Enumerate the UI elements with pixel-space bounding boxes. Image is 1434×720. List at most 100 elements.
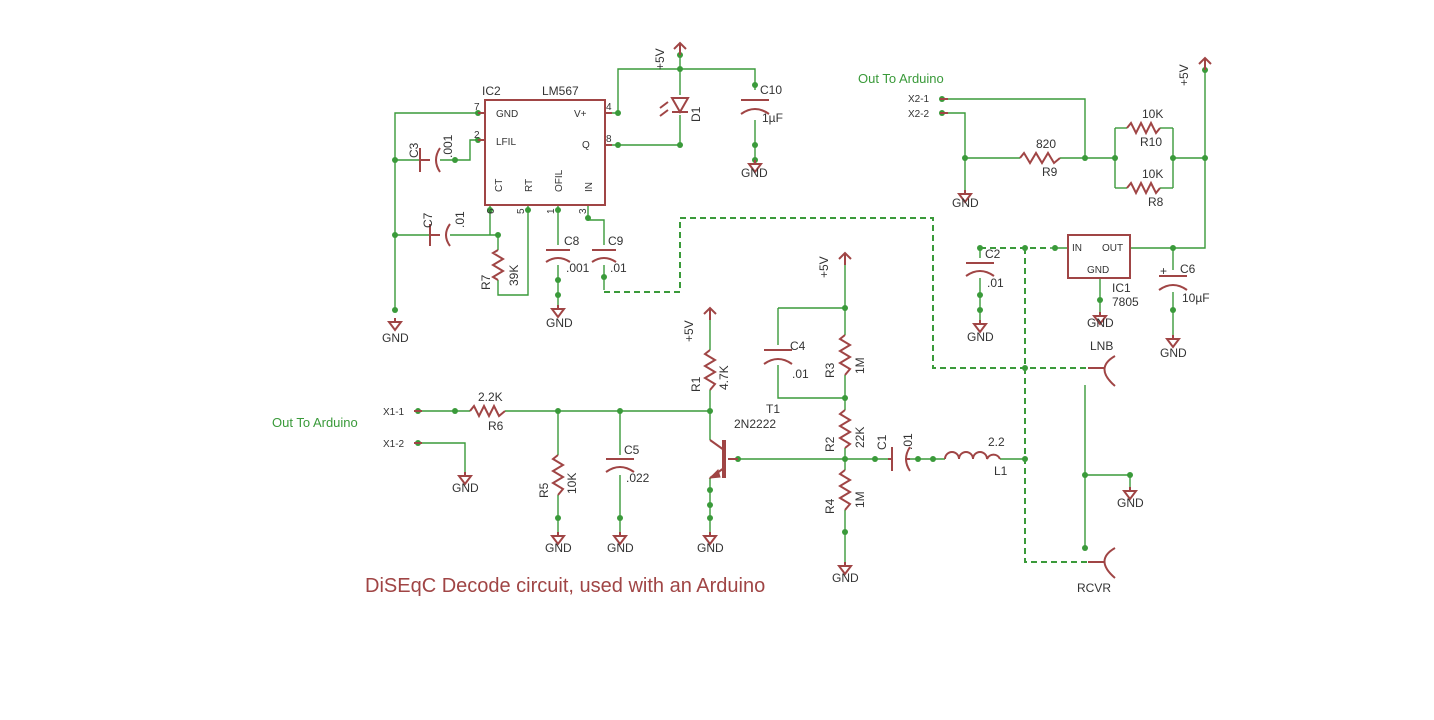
c6-value: 10µF	[1182, 291, 1210, 305]
ic2-pin-ct: CT	[494, 179, 505, 192]
diagram-title: DiSEqC Decode circuit, used with an Ardu…	[365, 575, 765, 597]
x1-pin-1: X1-1	[383, 407, 405, 418]
ic2-part: LM567	[542, 84, 579, 98]
r6-ref: R6	[488, 419, 504, 433]
lnb-label: LNB	[1090, 339, 1113, 353]
connector-x1: Out To Arduino X1-1 X1-2	[272, 407, 422, 450]
ic2-pin-lfil: LFIL	[496, 137, 516, 148]
capacitor-c3: C3 .001	[407, 134, 455, 173]
ic1-ref: IC1	[1112, 281, 1131, 295]
c7-value: .01	[453, 211, 467, 228]
connector-rcvr: RCVR	[1077, 547, 1116, 595]
x1-pin-2: X1-2	[383, 439, 405, 450]
r10-ref: R10	[1140, 135, 1162, 149]
c1-ref: C1	[875, 434, 889, 450]
connector-x2: Out To Arduino X2-1 X2-2	[858, 71, 948, 120]
ic2-lm567: IC2 LM567 GND LFIL V+ Q CT RT OFIL IN 7 …	[474, 84, 612, 214]
ic2-pin-4: 4	[606, 102, 612, 113]
c8-ref: C8	[564, 234, 580, 248]
x1-label: Out To Arduino	[272, 415, 358, 430]
c5-value: .022	[626, 471, 650, 485]
r9-value: 820	[1036, 137, 1056, 151]
gnd-label-12: GND	[832, 571, 859, 585]
c1-value: .01	[901, 433, 915, 450]
ic2-pin-vplus: V+	[574, 109, 587, 120]
r4-ref: R4	[823, 498, 837, 514]
bus-lines	[604, 217, 1088, 563]
connector-lnb: LNB	[1088, 339, 1116, 387]
c6-polarity: +	[1160, 264, 1167, 278]
r7-ref: R7	[479, 274, 493, 290]
ic1-pin-gnd: GND	[1087, 265, 1109, 276]
ic1-pin-in: IN	[1072, 243, 1082, 254]
gnd-label-8: GND	[452, 481, 479, 495]
x2-label: Out To Arduino	[858, 71, 944, 86]
resistor-r1: R1 4.7K	[689, 349, 731, 392]
capacitor-c10: C10 1µF	[740, 83, 783, 125]
gnd-label-11: GND	[697, 541, 724, 555]
c4-value: .01	[792, 367, 809, 381]
ic2-pin-in: IN	[584, 182, 595, 192]
resistor-r6: 2.2K R6	[469, 390, 506, 433]
capacitor-c8: C8 .001	[545, 234, 590, 275]
l1-value: 2.2	[988, 435, 1005, 449]
resistor-r9: 820 R9	[1019, 137, 1061, 179]
c10-ref: C10	[760, 83, 782, 97]
led-d1: D1	[659, 97, 703, 122]
r2-ref: R2	[823, 436, 837, 452]
r1-ref: R1	[689, 376, 703, 392]
c6-ref: C6	[1180, 262, 1196, 276]
l1-ref: L1	[994, 464, 1008, 478]
c4-ref: C4	[790, 339, 806, 353]
c8-value: .001	[566, 261, 590, 275]
c9-ref: C9	[608, 234, 624, 248]
r9-ref: R9	[1042, 165, 1058, 179]
r3-value: 1M	[853, 357, 867, 374]
transistor-t1: T1 2N2222	[708, 402, 780, 479]
r10-value: 10K	[1142, 107, 1163, 121]
ic2-pin-rt: RT	[524, 179, 535, 192]
c7-ref: C7	[421, 212, 435, 228]
gnd-label-2: GND	[546, 316, 573, 330]
ic2-ref: IC2	[482, 84, 501, 98]
vcc-label-4: +5V	[817, 256, 831, 278]
r8-ref: R8	[1148, 195, 1164, 209]
r5-value: 10K	[565, 473, 579, 494]
r8-value: 10K	[1142, 167, 1163, 181]
gnd-label-1: GND	[382, 331, 409, 345]
x2-pin-1: X2-1	[908, 94, 930, 105]
ic2-pin-8: 8	[606, 134, 612, 145]
r6-value: 2.2K	[478, 390, 503, 404]
vcc-label-1: +5V	[653, 48, 667, 70]
c3-ref: C3	[407, 142, 421, 158]
c2-value: .01	[987, 276, 1004, 290]
rcvr-label: RCVR	[1077, 581, 1111, 595]
c10-value: 1µF	[762, 111, 783, 125]
r5-ref: R5	[537, 482, 551, 498]
r1-value: 4.7K	[717, 365, 731, 390]
c9-value: .01	[610, 261, 627, 275]
t1-ref: T1	[766, 402, 780, 416]
ic2-pin-7: 7	[474, 102, 480, 113]
inductor-l1: 2.2 L1	[944, 435, 1008, 478]
gnd-label-5: GND	[967, 330, 994, 344]
resistor-r5: R5 10K	[537, 454, 579, 498]
capacitor-c9: C9 .01	[591, 234, 627, 275]
ic1-7805: IN OUT GND IC1 7805	[1067, 234, 1139, 309]
r4-value: 1M	[853, 491, 867, 508]
gnd-label-6: GND	[1087, 316, 1114, 330]
gnd-label-4: GND	[952, 196, 979, 210]
ic2-pin-6: 6	[486, 208, 497, 214]
r7-value: 39K	[507, 265, 521, 286]
x2-pin-2: X2-2	[908, 109, 930, 120]
resistor-r10: 10K R10	[1126, 107, 1163, 149]
vcc-label-3: +5V	[682, 320, 696, 342]
vcc-symbols: +5V +5V +5V +5V	[653, 42, 1212, 342]
capacitor-c1: C1 .01	[875, 433, 915, 472]
capacitor-c7: C7 .01	[421, 211, 467, 247]
junctions	[392, 52, 1208, 551]
ic2-pin-3: 3	[578, 208, 589, 214]
ic1-pin-out: OUT	[1102, 243, 1123, 254]
t1-value: 2N2222	[734, 417, 776, 431]
